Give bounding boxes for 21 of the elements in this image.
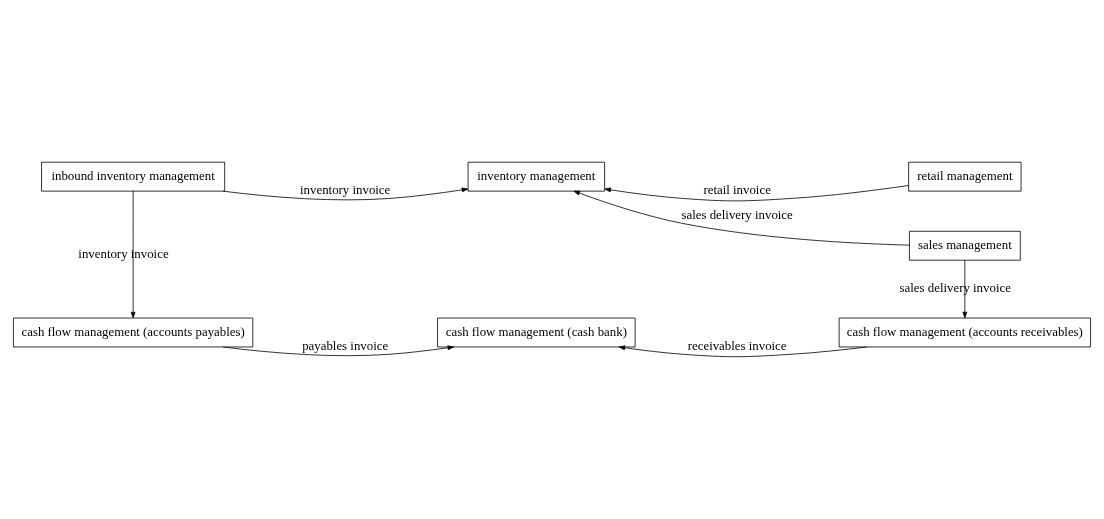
edge-label: retail invoice (703, 183, 771, 198)
edge-label: receivables invoice (687, 339, 787, 354)
edge-label: inventory invoice (78, 246, 169, 261)
node-box: sales management (909, 230, 1021, 261)
arrow (604, 185, 909, 202)
node-box: inventory management (467, 161, 605, 192)
arrow (222, 187, 469, 201)
node-box: inbound inventory management (41, 161, 226, 192)
edge-label: sales delivery invoice (899, 281, 1011, 296)
arrow (962, 259, 968, 319)
edge-label: inventory invoice (300, 183, 391, 198)
arrow (573, 190, 910, 246)
node-box: cash flow management (accounts receivables) (838, 317, 1091, 348)
node-box: retail management (908, 161, 1022, 192)
edge-label: payables invoice (302, 339, 389, 354)
arrow (618, 345, 868, 358)
edge-label: sales delivery invoice (681, 208, 793, 223)
arrow (222, 345, 454, 357)
arrow (130, 190, 136, 319)
node-box: cash flow management (cash bank) (437, 317, 636, 348)
node-box: cash flow management (accounts payables) (13, 317, 254, 348)
